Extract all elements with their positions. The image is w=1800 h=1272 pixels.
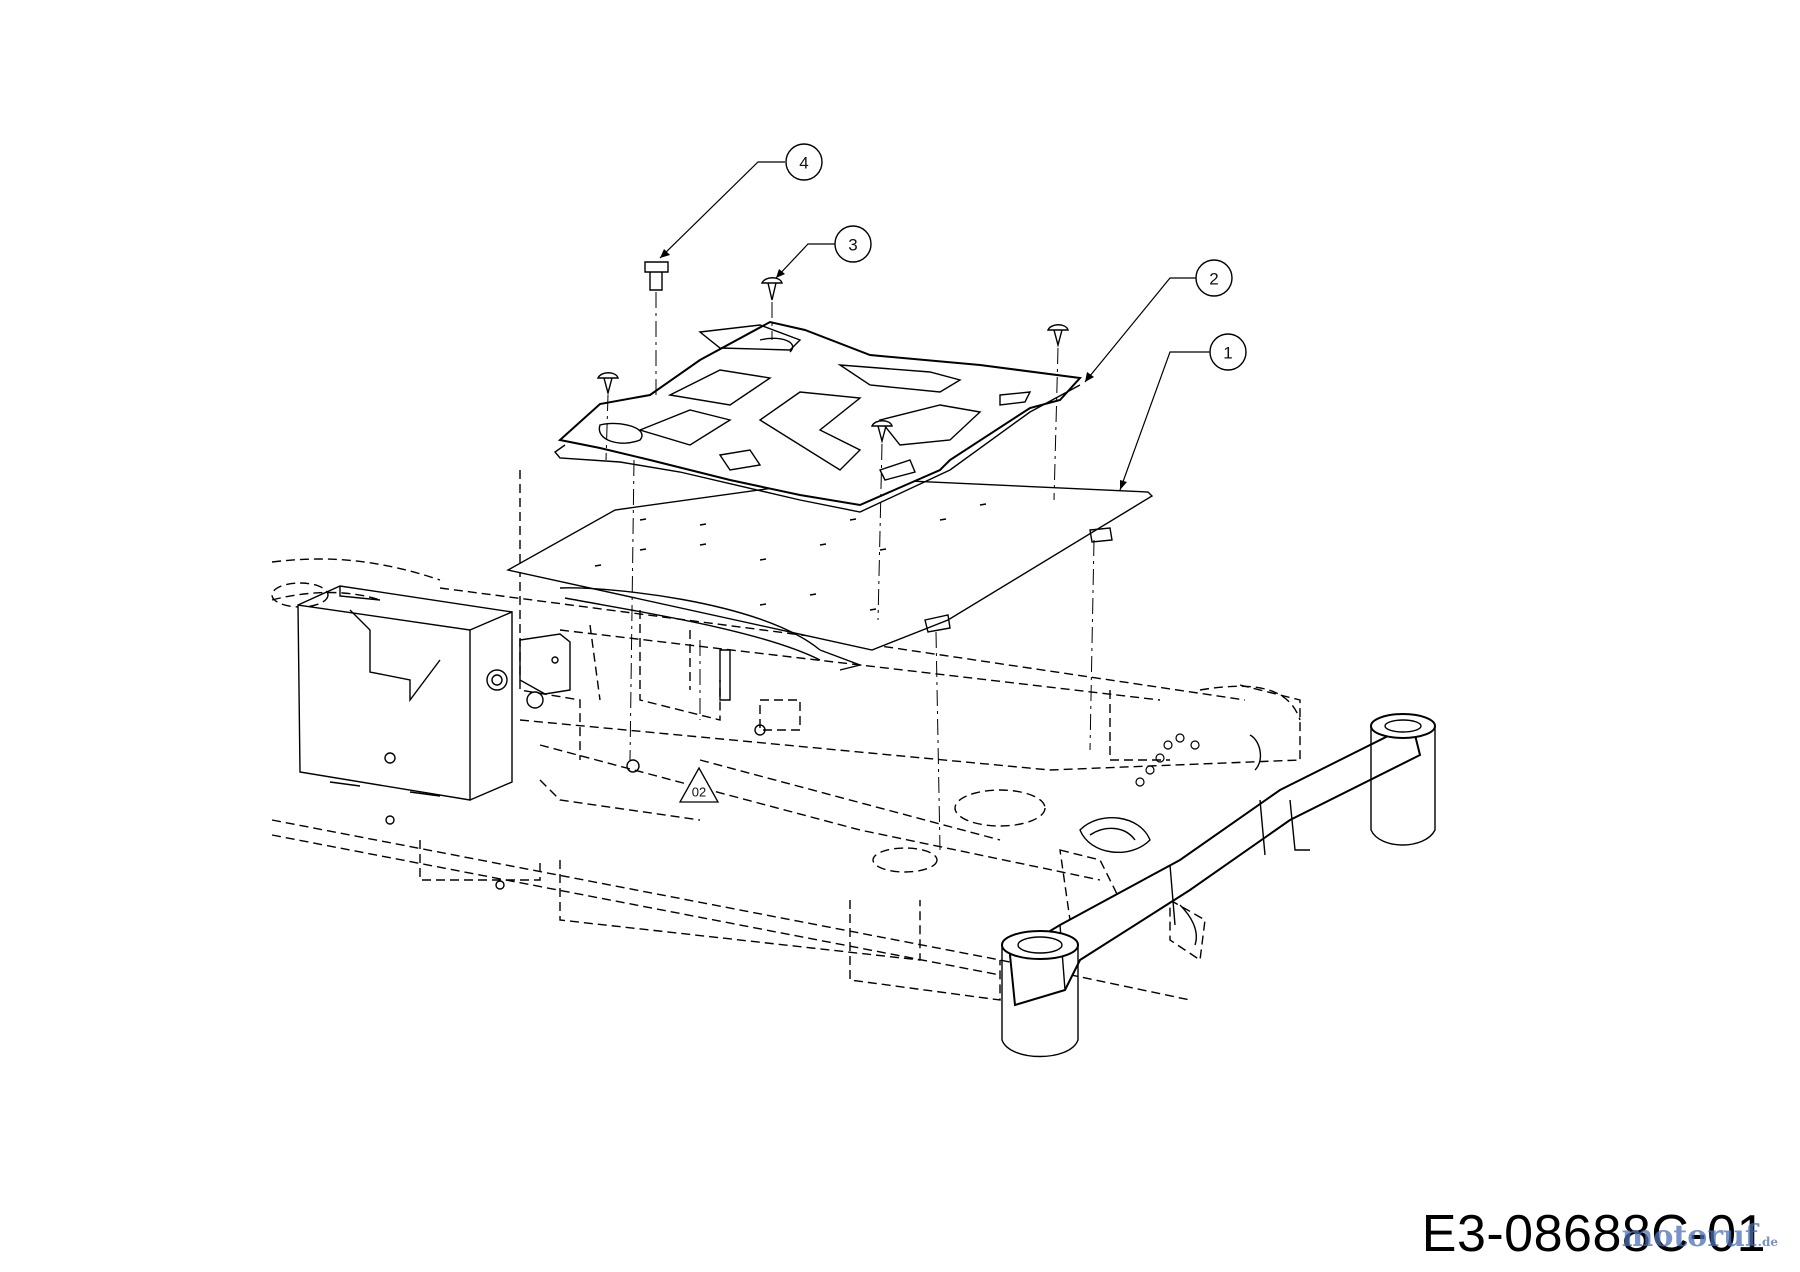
callout-1[interactable]: 1 (1209, 333, 1247, 371)
warning-triangle-icon: 02 (678, 766, 720, 803)
steering-arm (1001, 713, 1436, 1058)
warning-mark-label: 02 (692, 785, 706, 800)
watermark-text: motoruf (1621, 1219, 1758, 1254)
screw-part-3 (760, 277, 783, 301)
screw-left (596, 372, 619, 396)
screw-mid (870, 420, 893, 444)
screw-right (1046, 324, 1069, 348)
fasteners (596, 261, 1069, 444)
callout-3[interactable]: 3 (834, 225, 872, 263)
callout-1-label: 1 (1223, 344, 1232, 363)
bolt-part-4 (644, 261, 669, 291)
centre-bracket (519, 633, 731, 709)
callout-2-label: 2 (1209, 270, 1218, 289)
callout-3-label: 3 (848, 236, 857, 255)
watermark-suffix: .de (1757, 1235, 1778, 1249)
floor-plate (506, 477, 1154, 671)
drawing-code: E3-08688C-01 (1421, 1205, 1766, 1263)
assembly-centerlines (605, 292, 1095, 851)
leader-arrowheads (660, 249, 1127, 490)
arm-bolts (1135, 733, 1200, 787)
foot-pad (553, 320, 1083, 513)
left-bracket (297, 585, 513, 801)
callout-4-label: 4 (799, 154, 808, 173)
watermark-logo: motoruf.de (1622, 1219, 1778, 1254)
callout-2[interactable]: 2 (1195, 259, 1233, 297)
plate-slots (594, 503, 987, 611)
leader-lines (659, 161, 1210, 491)
callout-4[interactable]: 4 (785, 143, 823, 181)
frame-holes (385, 724, 766, 890)
